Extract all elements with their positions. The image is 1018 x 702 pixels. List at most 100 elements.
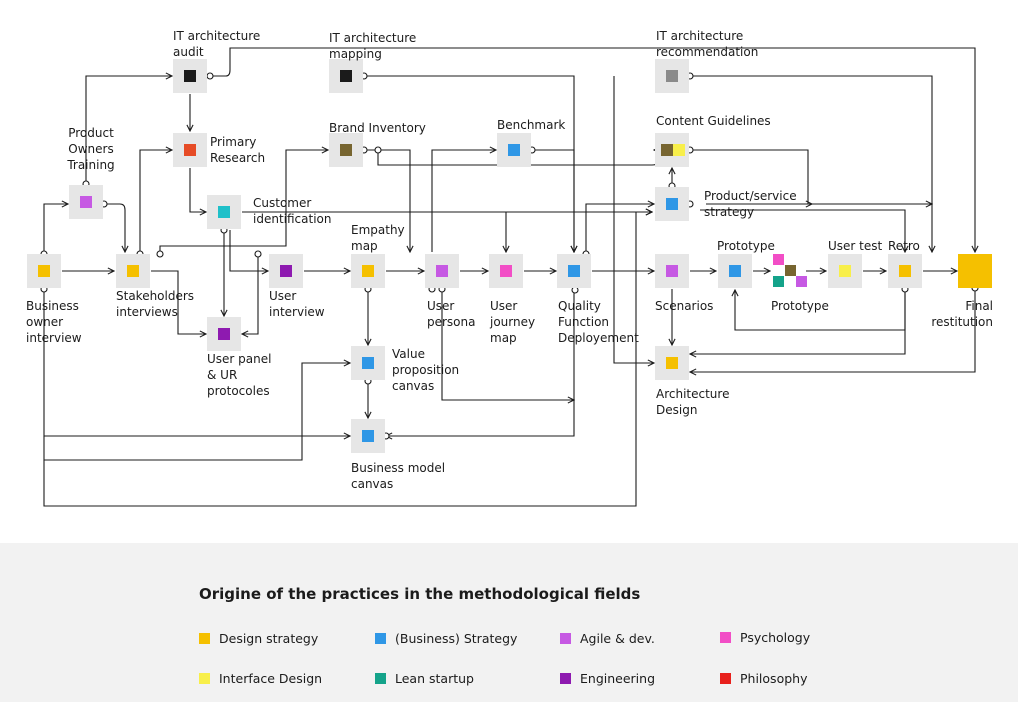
node-color-swatch [362,430,374,442]
node-retro[interactable] [888,254,922,288]
node-label-content-guidelines: Content Guidelines [656,114,771,128]
node-color-swatch [340,144,352,156]
connector-line [613,76,654,363]
connector-line [151,270,206,334]
node-color-swatch [280,265,292,277]
node-color-swatch [340,70,352,82]
connector-line [441,289,574,400]
node-color-swatch [218,328,230,340]
node-color-swatch [785,265,796,276]
legend-swatch [199,633,210,644]
node-architecture-design[interactable] [655,346,689,380]
node-color-swatch [666,265,678,277]
connector-line [85,76,172,184]
node-qfd[interactable] [557,254,591,288]
node-customer-identification[interactable] [207,195,241,229]
legend-swatch [560,633,571,644]
legend-item-interface-design: Interface Design [199,671,322,686]
node-label-retro: Retro [888,239,920,253]
node-color-swatch [508,144,520,156]
node-value-proposition[interactable] [351,346,385,380]
connector-line [690,289,906,354]
node-layer [27,59,992,453]
node-label-scenarios: Scenarios [655,299,713,313]
node-it-mapping[interactable] [329,59,363,93]
node-color-swatch [38,265,50,277]
connector-line [43,204,68,254]
node-stakeholders-interviews[interactable] [116,254,150,288]
node-product-owners-training[interactable] [69,185,103,219]
node-user-test[interactable] [828,254,862,288]
legend-label: Psychology [740,630,811,645]
legend-panel: Origine of the practices in the methodol… [0,543,1018,702]
legend-label: Lean startup [395,671,474,686]
connector-line [386,289,575,436]
legend-swatch [375,673,386,684]
node-color-swatch [773,276,784,287]
node-color-swatch [436,265,448,277]
node-color-swatch [184,70,196,82]
node-empathy-map[interactable] [351,254,385,288]
legend-swatch [199,673,210,684]
connector-port [156,250,164,258]
node-user-panel[interactable] [207,317,241,351]
node-user-journey-map[interactable] [489,254,523,288]
node-it-audit[interactable] [173,59,207,93]
node-color-swatch [839,265,851,277]
connector-line [700,209,905,252]
node-scenarios[interactable] [655,254,689,288]
node-label-prototype-top: Prototype [717,239,775,253]
node-brand-inventory[interactable] [329,133,363,167]
connector-line [104,203,125,252]
legend-swatch [720,632,731,643]
node-product-service-strategy[interactable] [655,187,689,221]
node-prototype-cluster[interactable] [773,254,807,287]
connector-line [431,150,496,252]
node-color-swatch [796,276,807,287]
node-prototype-top[interactable] [718,254,752,288]
node-label-user-test: User test [828,239,883,253]
node-it-recommendation[interactable] [655,59,689,93]
node-benchmark[interactable] [497,133,531,167]
node-business-model-canvas[interactable] [351,419,385,453]
node-user-interview[interactable] [269,254,303,288]
node-label-prototype-bottom: Prototype [771,299,829,313]
node-color-swatch [362,265,374,277]
node-label-brand-inventory: Brand Inventory [329,121,426,135]
node-label-benchmark: Benchmark [497,118,565,132]
legend-label: (Business) Strategy [395,631,518,646]
node-color-swatch [899,265,911,277]
node-color-swatch [500,265,512,277]
legend-item-psychology: Psychology [720,630,810,645]
node-primary-research[interactable] [173,133,207,167]
node-color-swatch [218,206,230,218]
node-color-swatch [80,196,92,208]
node-user-persona[interactable] [425,254,459,288]
legend-item-engineering: Engineering [560,671,655,686]
node-color-swatch [661,144,673,156]
legend-item-agile-dev: Agile & dev. [560,631,655,646]
node-final-restitution[interactable] [958,254,992,288]
node-business-owner-interview[interactable] [27,254,61,288]
node-color-swatch [362,357,374,369]
node-color-swatch [729,265,741,277]
legend-label: Philosophy [740,671,808,686]
legend-label: Agile & dev. [580,631,655,646]
legend-swatch [375,633,386,644]
node-content-guidelines[interactable] [655,133,689,167]
node-color-swatch [666,70,678,82]
connector-line [324,211,506,252]
